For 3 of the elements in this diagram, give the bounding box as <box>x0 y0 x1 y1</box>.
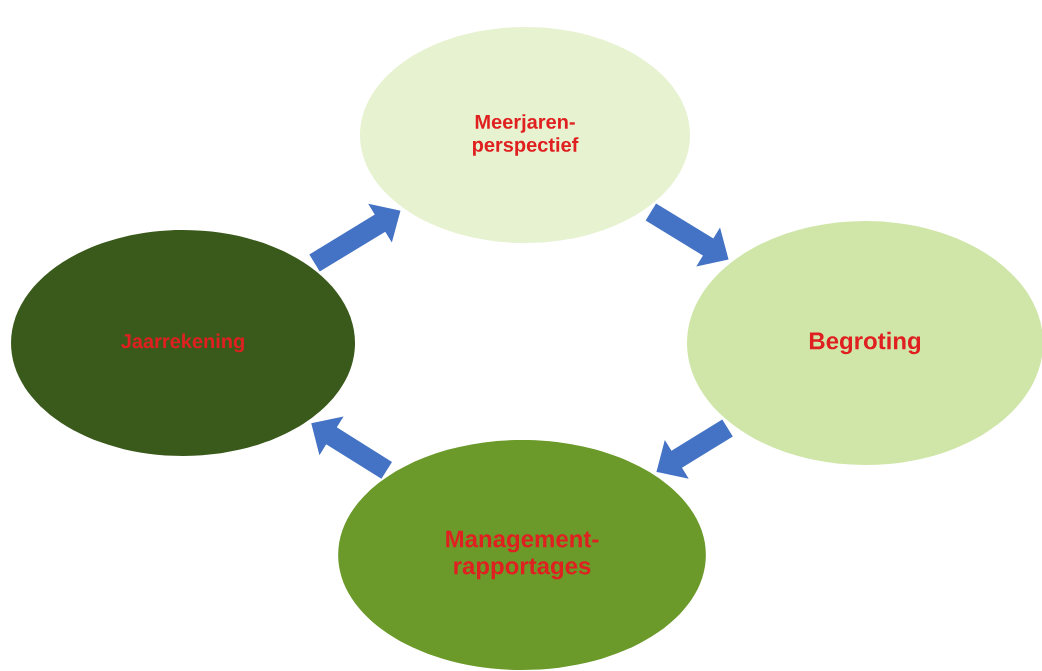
ellipse-node: Meerjaren- perspectief <box>360 27 690 243</box>
ellipse-node: Jaarrekening <box>11 230 355 456</box>
ellipse-node: Management- rapportages <box>338 440 706 670</box>
